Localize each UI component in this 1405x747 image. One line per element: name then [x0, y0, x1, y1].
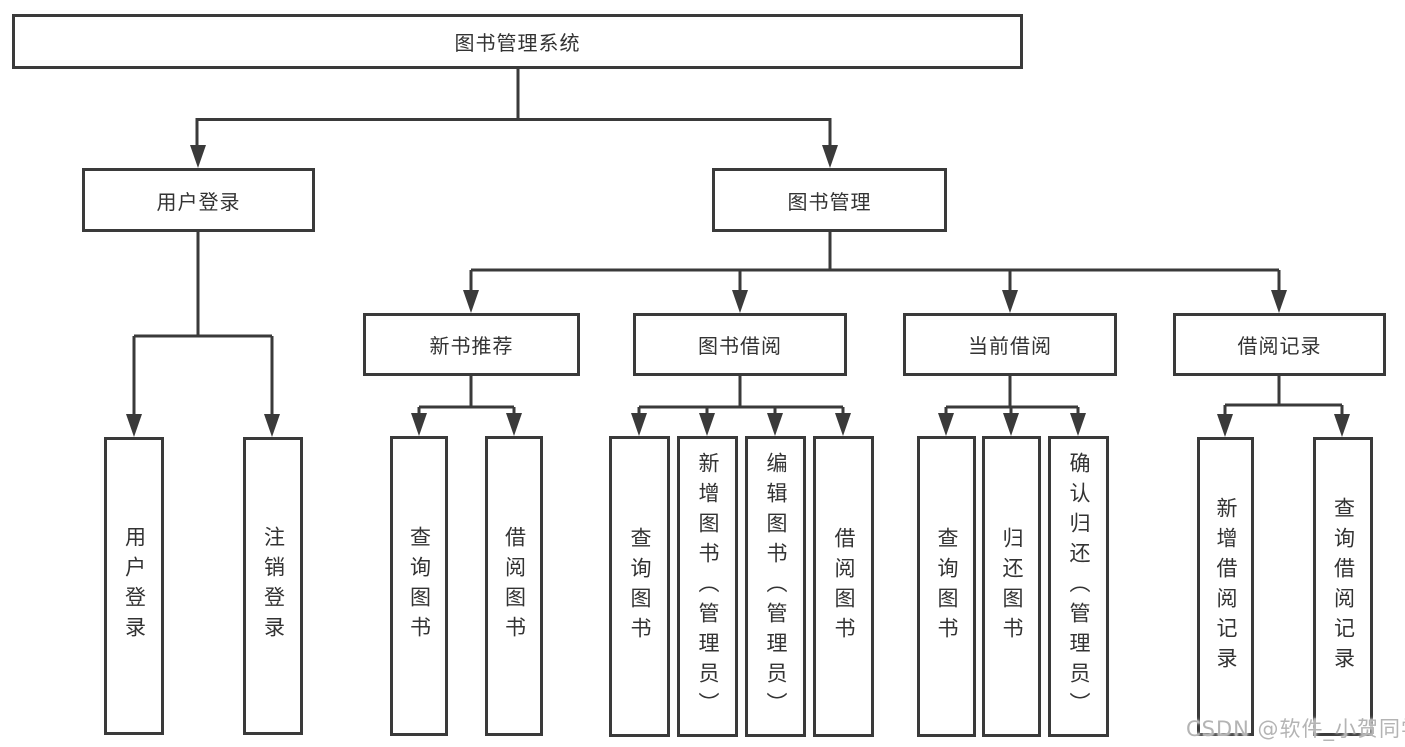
node-label: 借阅图书 — [832, 526, 856, 647]
node-new-book-recommendation: 新书推荐 — [363, 313, 580, 376]
leaf-query-borrow-record: 查询借阅记录 — [1313, 437, 1373, 736]
leaf-add-borrow-record: 新增借阅记录 — [1197, 437, 1254, 736]
leaf-query-books-1: 查询图书 — [390, 436, 448, 736]
leaf-logout: 注销登录 — [243, 437, 303, 735]
node-label: 图书管理系统 — [454, 31, 581, 55]
node-label: 查询图书 — [935, 526, 959, 647]
node-label: 图书借阅 — [698, 334, 782, 358]
node-label: 查询图书 — [628, 526, 652, 647]
leaf-user-login: 用户登录 — [104, 437, 164, 735]
leaf-borrow-books-1: 借阅图书 — [485, 436, 543, 736]
leaf-return-book: 归还图书 — [982, 436, 1041, 737]
csdn-watermark: CSDN @软件_小贺同学 — [1186, 717, 1405, 741]
node-current-borrowing: 当前借阅 — [903, 313, 1117, 376]
leaf-confirm-return-admin: 确认归还（管理员） — [1048, 436, 1109, 737]
node-label: 编辑图书（管理员） — [764, 451, 788, 722]
node-user-login: 用户登录 — [82, 168, 315, 232]
node-label: 借阅图书 — [502, 526, 527, 646]
node-label: 确认归还（管理员） — [1067, 451, 1091, 722]
node-label: 用户登录 — [156, 189, 241, 214]
node-book-borrowing: 图书借阅 — [633, 313, 847, 376]
node-label: 新增借阅记录 — [1214, 496, 1238, 677]
node-label: 图书管理 — [787, 189, 872, 214]
leaf-add-book-admin: 新增图书（管理员） — [677, 436, 738, 737]
node-label: 用户登录 — [122, 526, 147, 646]
node-borrowing-records: 借阅记录 — [1173, 313, 1386, 376]
node-label: 借阅记录 — [1237, 334, 1322, 358]
node-label: 新书推荐 — [429, 334, 514, 358]
leaf-query-books-3: 查询图书 — [917, 436, 976, 737]
node-label: 查询借阅记录 — [1331, 496, 1356, 677]
leaf-edit-book-admin: 编辑图书（管理员） — [745, 436, 806, 737]
node-label: 注销登录 — [261, 526, 286, 646]
leaf-query-books-2: 查询图书 — [609, 436, 670, 737]
node-label: 查询图书 — [407, 526, 432, 646]
node-book-management: 图书管理 — [712, 168, 947, 232]
node-library-management-system: 图书管理系统 — [12, 14, 1023, 69]
node-label: 新增图书（管理员） — [696, 451, 720, 722]
node-label: 当前借阅 — [968, 334, 1052, 358]
leaf-borrow-books-2: 借阅图书 — [813, 436, 874, 737]
node-label: 归还图书 — [1000, 526, 1024, 647]
